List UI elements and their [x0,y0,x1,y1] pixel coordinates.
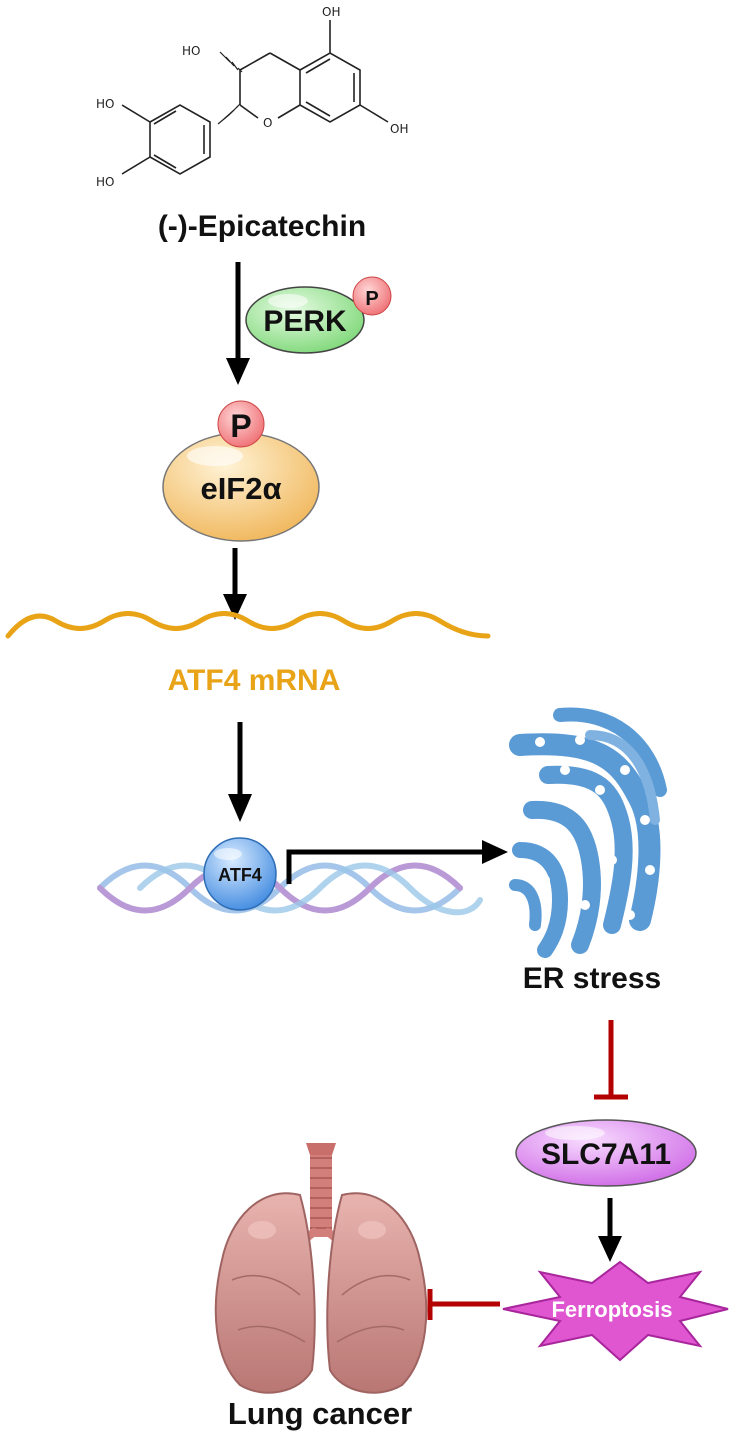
ho-label-catechol-1: HO [96,97,114,111]
perk-node: PERK P [245,276,392,354]
ho-label-catechol-2: HO [96,175,114,189]
arrow-eif2a-to-mrna [223,548,247,620]
arrow-epicatechin-to-eif2a [226,262,250,385]
er-stress-label: ER stress [523,962,661,995]
atf4-node: ATF4 [203,837,277,911]
perk-phospho-label: P [365,288,378,310]
er-ribosome-dots [535,735,655,920]
eif2a-node: eIF2α P [162,400,320,542]
epicatechin-atom-labels: OH HO HO HO OH O [96,5,408,189]
oh-label-top: OH [322,5,340,19]
eif2a-label: eIF2α [200,471,281,506]
atf4-mrna-label: ATF4 mRNA [168,664,341,697]
perk-phospho-circle [352,276,392,316]
epicatechin-title: (-)-Epicatechin [158,210,366,243]
lungs-icon [214,1143,428,1394]
ferroptosis-node: Ferroptosis [502,1260,729,1362]
perk-label: PERK [263,305,347,338]
endoplasmic-reticulum-icon [509,707,667,958]
lung-cancer-label: Lung cancer [228,1396,412,1431]
arrow-mrna-to-atf4 [228,722,252,822]
atf4-mrna-wave [5,611,491,639]
slc7a11-label: SLC7A11 [541,1138,671,1171]
oh-label-right: OH [390,122,408,136]
ferroptosis-label: Ferroptosis [551,1297,672,1322]
arrow-slc7a11-to-ferroptosis [598,1198,622,1262]
ring-oxygen-label: O [263,116,272,130]
epicatechin-structure [121,20,389,175]
inhibit-er-to-slc7a11 [594,1020,628,1100]
ho-label-c3: HO [182,44,200,58]
arrow-atf4-to-er [286,840,508,884]
inhibit-ferroptosis-to-lung [427,1289,500,1320]
slc7a11-node: SLC7A11 [515,1119,697,1187]
eif2a-phospho-circle [217,400,265,448]
atf4-label: ATF4 [218,865,262,885]
eif2a-phospho-label: P [230,408,251,444]
dna-helix [97,862,483,916]
